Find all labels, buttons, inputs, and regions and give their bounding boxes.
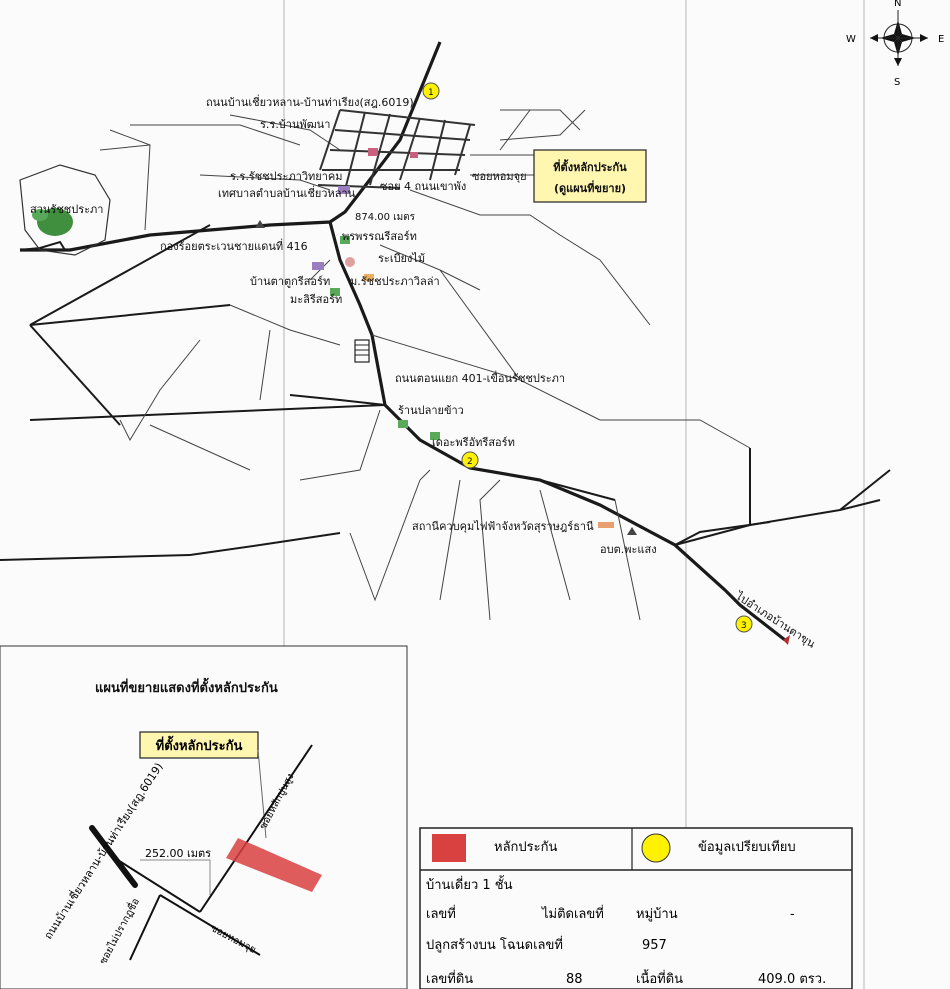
point-2-label: 2 [467, 457, 473, 467]
power-station-label: สถานีควบคุมไฟฟ้าจังหวัดสุราษฎร์ธานี [412, 520, 594, 533]
collateral-callout: ที่ตั้งหลักประกัน (ดูแผนที่ขยาย) [533, 149, 647, 203]
compass-north: N [894, 0, 901, 9]
collateral-callout-line2: (ดูแผนที่ขยาย) [554, 180, 626, 196]
resort-1-label: พรพรรณรีสอร์ท [342, 230, 417, 243]
map-labels: ถนนบ้านเชี่ยวหลาน-บ้านท่าเรียง(สฎ.6019) … [160, 94, 818, 651]
compass-west: W [846, 34, 856, 45]
comparison-point-1 [422, 82, 440, 100]
compass-east: E [938, 34, 944, 45]
tambon-office-label: อบต.พะแสง [600, 543, 657, 556]
park-area: สวนรัชชประภา [19, 164, 111, 256]
comparison-point-3 [735, 615, 753, 633]
building-type: บ้านเดี่ยว 1 ชั้น [426, 875, 513, 893]
inset-title: แผนที่ขยายแสดงที่ตั้งหลักประกัน [95, 677, 278, 696]
comparison-points: 1 2 3 [422, 82, 753, 633]
resort-4-label: มะลิรีสอร์ท [290, 293, 342, 306]
restaurant-label: ร้านปลายข้าว [398, 404, 464, 417]
comparison-swatch [641, 833, 671, 863]
place-icons [255, 148, 637, 535]
inset-distance: 252.00 เมตร [145, 847, 211, 860]
resort-5-label: เดอะพรีอัทรีสอร์ท [432, 436, 515, 449]
distance-main-label: 874.00 เมตร [355, 212, 416, 223]
compass-south: S [894, 77, 900, 88]
row-1-label2: หมู่บ้าน [636, 907, 678, 922]
legend-table: หลักประกัน ข้อมูลเปรียบเทียบ บ้านเดี่ยว … [419, 827, 853, 989]
row-2-value: 957 [642, 938, 667, 953]
row-2-label: ปลูกสร้างบน โฉนดเลขที่ [426, 936, 563, 953]
collateral-swatch [432, 834, 466, 862]
row-3-value2: 409.0 ตรว. [758, 972, 826, 987]
comparison-point-2 [461, 451, 479, 469]
legend-comparison-label: ข้อมูลเปรียบเทียบ [698, 839, 796, 855]
row-1-value2: - [790, 907, 795, 922]
road-north-label: ถนนบ้านเชี่ยวหลาน-บ้านท่าเรียง(สฎ.6019) [206, 94, 414, 109]
compass-rose: N S E W [846, 0, 944, 88]
park-label: สวนรัชชประภา [30, 203, 103, 216]
resort-3-label: บ้านตาตูกรีสอร์ท [250, 275, 330, 288]
row-3-label: เลขที่ดิน [426, 970, 473, 987]
resort-2-label: ระเบียงไม้ [378, 252, 425, 265]
row-1-value: ไม่ติดเลขที่ [541, 905, 604, 922]
soi-hom-label: ซอยหอมจุย [472, 170, 527, 183]
municipality-label: เทศบาลตำบลบ้านเชี่ยวหลาน [218, 185, 356, 200]
row-1-label: เลขที่ [426, 905, 456, 922]
point-3-label: 3 [741, 621, 747, 631]
row-3-value: 88 [566, 972, 583, 987]
soi-4-label: ซอย 4 ถนนเขาพัง [380, 180, 466, 193]
point-1-label: 1 [428, 88, 434, 98]
inset-map: แผนที่ขยายแสดงที่ตั้งหลักประกัน ที่ตั้งห… [0, 645, 408, 989]
collateral-callout-line1: ที่ตั้งหลักประกัน [553, 159, 627, 174]
road-401-label: ถนนตอนแยก 401-เขื่อนรัชชประภา [395, 370, 565, 385]
inset-collateral-label: ที่ตั้งหลักประกัน [156, 735, 243, 754]
legend-collateral-label: หลักประกัน [494, 840, 557, 855]
villa-label: ม.รัชชประภาวิลล่า [350, 275, 440, 288]
school-1-label: ร.ร.บ้านพัฒนา [260, 118, 330, 131]
border-patrol-label: กองร้อยตระเวนชายแดนที่ 416 [160, 238, 308, 253]
road-network [0, 41, 891, 645]
row-3-label2: เนื้อที่ดิน [636, 969, 683, 987]
school-2-label: ร.ร.รัชชประภาวิทยาคม [230, 170, 343, 183]
